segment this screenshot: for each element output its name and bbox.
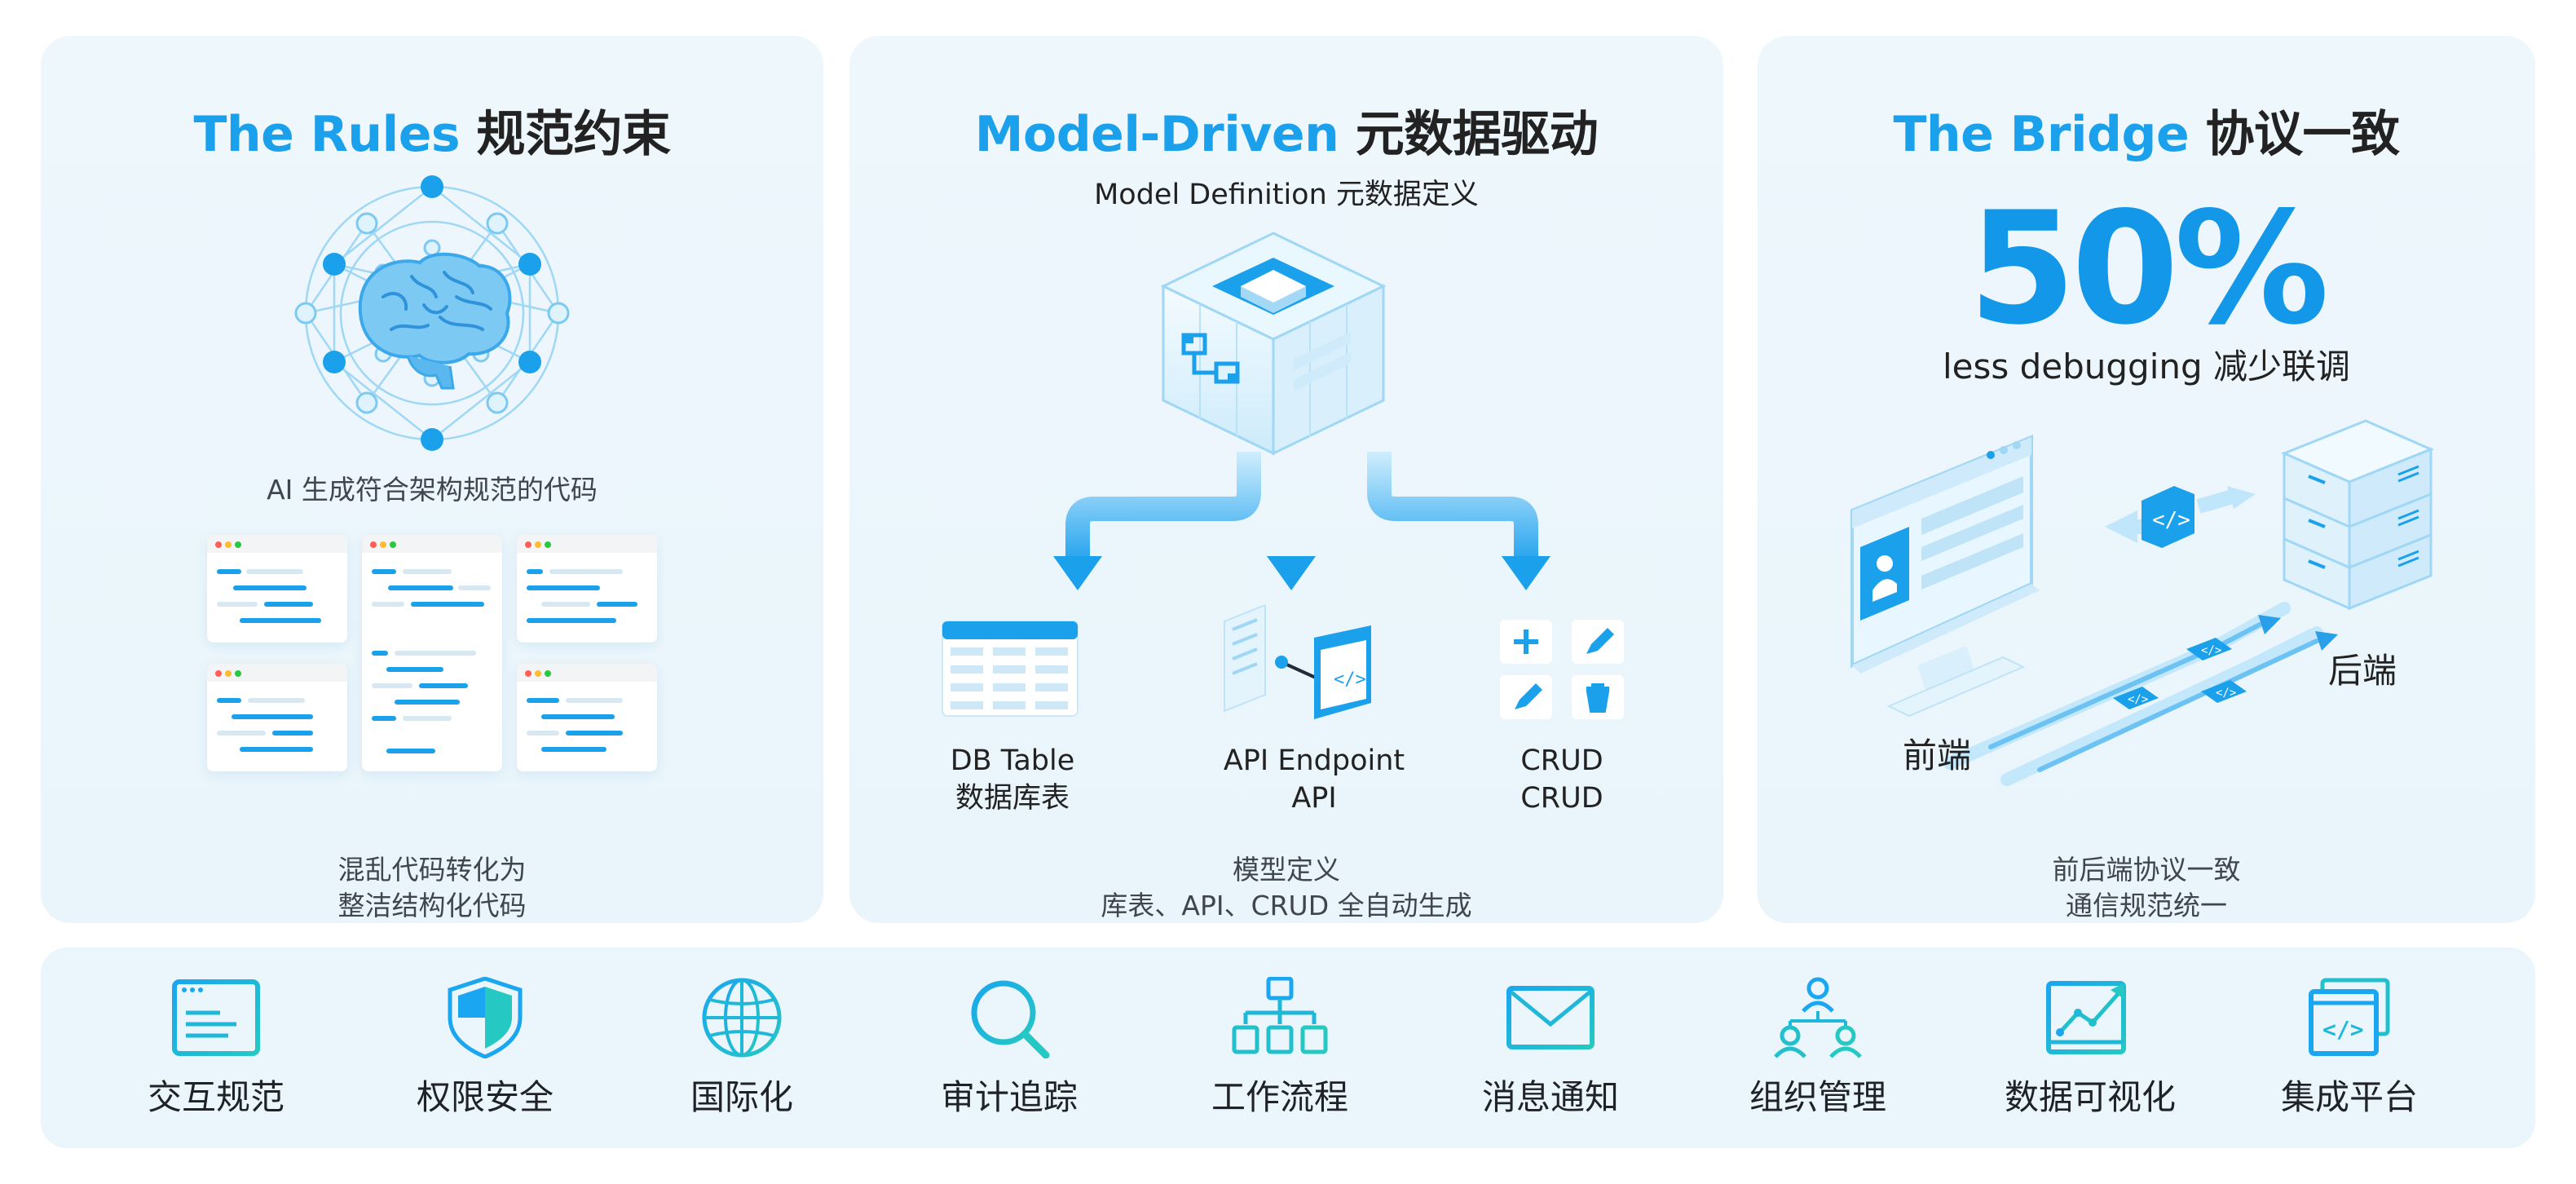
panel-title-zh: 规范约束 xyxy=(476,106,672,163)
magnifier-icon xyxy=(971,980,1050,1058)
output-api-line2: API xyxy=(1291,782,1337,815)
cube-icon xyxy=(1160,232,1387,456)
feature-item: 数据可视化 xyxy=(1992,977,2188,1120)
feature-item: 消息通知 xyxy=(1453,977,1648,1120)
org-flow-icon xyxy=(1232,977,1328,1054)
code-window xyxy=(517,664,657,771)
caption-line1: 模型定义 xyxy=(1233,854,1340,886)
panel-model-driven: Model-Driven 元数据驱动 Model Definition 元数据定… xyxy=(849,36,1723,923)
feature-label: 审计追踪 xyxy=(940,1077,1078,1117)
feature-item: 权限安全 xyxy=(387,977,583,1120)
globe-icon xyxy=(702,978,782,1058)
code-window xyxy=(517,535,657,643)
output-db-table-line2: 数据库表 xyxy=(955,782,1070,815)
panel-title-en: The Bridge xyxy=(1893,106,2190,163)
feature-label: 消息通知 xyxy=(1481,1077,1619,1117)
panel-title-zh: 元数据驱动 xyxy=(1355,106,1599,163)
stat-value: 50% xyxy=(1968,179,2330,359)
panel-title-zh: 协议一致 xyxy=(2205,106,2401,163)
svg-text:</>: </> xyxy=(2152,508,2190,532)
panel-the-rules: The Rules 规范约束 xyxy=(41,36,823,923)
crud-icon xyxy=(1500,620,1624,719)
svg-text:</>: </> xyxy=(2201,644,2221,657)
panel-title-en: Model-Driven xyxy=(974,106,1339,163)
feature-item: 工作流程 xyxy=(1182,977,1378,1120)
caption-bottom-line2: 整洁结构化代码 xyxy=(337,890,527,921)
feature-label: 权限安全 xyxy=(416,1077,554,1117)
feature-item: 国际化 xyxy=(644,977,840,1120)
output-db-table-line1: DB Table xyxy=(950,744,1075,777)
panel-title-en: The Rules xyxy=(193,106,461,163)
feature-item: 组织管理 xyxy=(1720,977,1916,1120)
svg-text:</>: </> xyxy=(2322,1016,2364,1043)
feature-item: </> 集成平台 xyxy=(2252,977,2447,1120)
integration-icon: </> xyxy=(2309,978,2390,1056)
caption-line1: 前后端协议一致 xyxy=(2052,854,2241,886)
model-definition-subtitle: Model Definition 元数据定义 xyxy=(1094,179,1479,211)
flow-arrows xyxy=(1053,452,1550,590)
feature-label: 交互规范 xyxy=(147,1077,285,1117)
feature-label: 国际化 xyxy=(690,1077,793,1117)
code-window xyxy=(362,535,502,771)
frontend-label: 前端 xyxy=(1902,736,1971,775)
feature-label: 组织管理 xyxy=(1749,1077,1886,1117)
feature-bar: 交互规范 权限安全 国际化 审计追踪 xyxy=(41,948,2535,1148)
team-icon xyxy=(1774,977,1862,1058)
panel-the-bridge: The Bridge 协议一致 50% less debugging 减少联调 … xyxy=(1758,36,2535,923)
panel-title: The Bridge 协议一致 xyxy=(1758,95,2535,166)
svg-text:</>: </> xyxy=(2128,693,2148,706)
caption-bottom-line1: 混乱代码转化为 xyxy=(337,854,527,886)
feature-item: 交互规范 xyxy=(118,977,314,1120)
chart-icon xyxy=(2046,981,2126,1054)
output-crud-line2: CRUD xyxy=(1520,782,1603,815)
browser-window-icon xyxy=(172,979,260,1056)
output-crud-line1: CRUD xyxy=(1520,744,1603,777)
output-api-line1: API Endpoint xyxy=(1223,744,1405,777)
caption-line2: 通信规范统一 xyxy=(2066,890,2227,921)
code-window xyxy=(207,535,347,643)
db-table-icon xyxy=(942,621,1078,717)
frontend-backend-illustration: </> </> </> </> xyxy=(1850,419,2434,786)
stat-label: less debugging 减少联调 xyxy=(1942,347,2351,387)
panel-title: Model-Driven 元数据驱动 xyxy=(849,95,1723,166)
caption-line2: 库表、API、CRUD 全自动生成 xyxy=(1101,890,1472,921)
svg-text:</>: </> xyxy=(2216,687,2236,700)
feature-label: 工作流程 xyxy=(1211,1077,1348,1117)
feature-label: 数据可视化 xyxy=(2004,1077,2176,1117)
shield-icon xyxy=(448,977,523,1058)
feature-label: 集成平台 xyxy=(2280,1077,2418,1117)
svg-text:</>: </> xyxy=(1334,669,1366,690)
api-endpoint-icon: </> xyxy=(1224,605,1371,719)
feature-item: 审计追踪 xyxy=(911,977,1107,1120)
code-window xyxy=(207,664,347,771)
code-window-icon xyxy=(207,535,704,812)
caption-top: AI 生成符合架构规范的代码 xyxy=(267,474,598,506)
panel-title: The Rules 规范约束 xyxy=(41,95,823,166)
backend-label: 后端 xyxy=(2327,651,2397,691)
brain-network-icon xyxy=(294,175,570,451)
envelope-icon xyxy=(1506,986,1595,1049)
